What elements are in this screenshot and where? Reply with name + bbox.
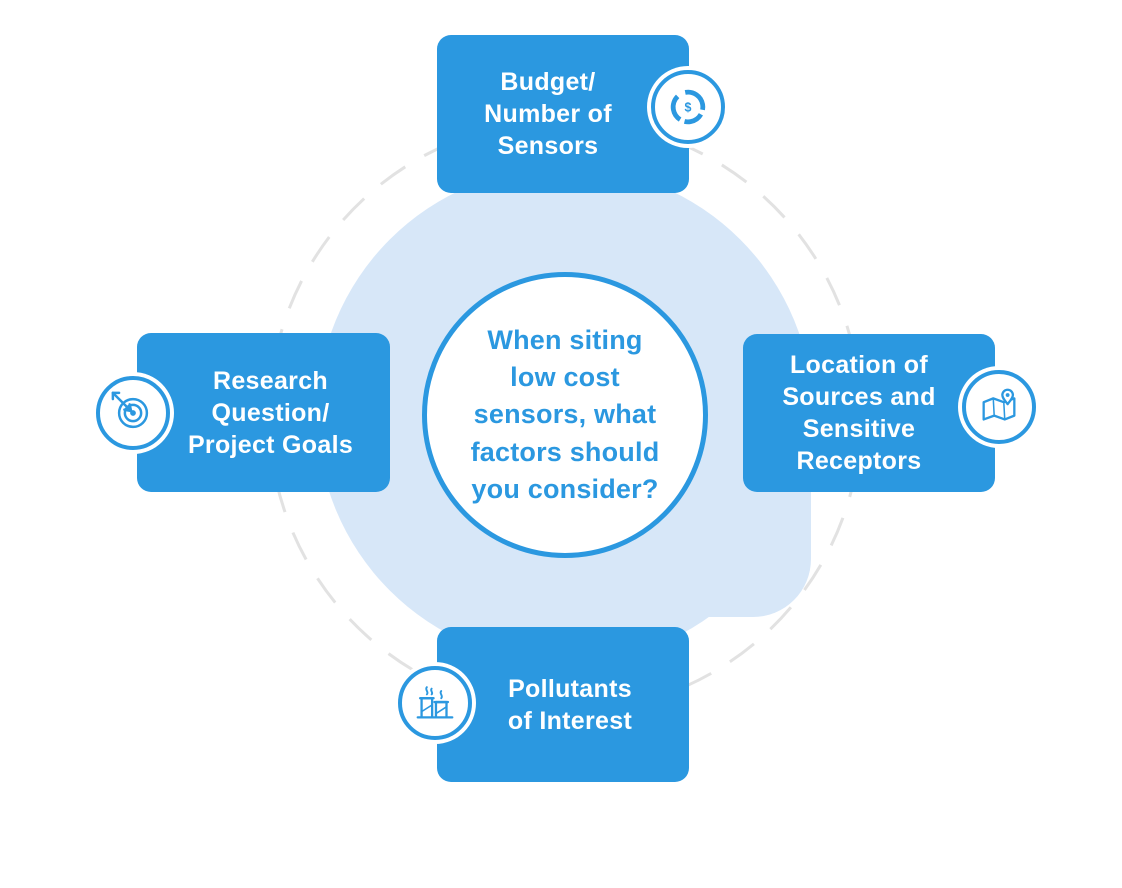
node-pollutants: Pollutants of Interest: [437, 627, 689, 782]
node-research: Research Question/ Project Goals: [137, 333, 390, 492]
node-location: Location of Sources and Sensitive Recept…: [743, 334, 995, 492]
factory-smoke-icon: [398, 666, 472, 740]
target-arrow-icon: [96, 376, 170, 450]
node-research-label: Research Question/ Project Goals: [187, 366, 354, 459]
center-question-circle: When siting low cost sensors, what facto…: [422, 272, 708, 558]
svg-text:$: $: [685, 100, 692, 114]
node-pollutants-label: Pollutants of Interest: [507, 674, 633, 735]
map-location-icon: [962, 370, 1036, 444]
center-question: When siting low cost sensors, what facto…: [470, 324, 660, 504]
donut-chart-dollar-icon: $: [651, 70, 725, 144]
node-budget: Budget/ Number of Sensors: [437, 35, 689, 193]
node-budget-label: Budget/ Number of Sensors: [484, 68, 612, 160]
node-location-label: Location of Sources and Sensitive Recept…: [782, 351, 936, 475]
